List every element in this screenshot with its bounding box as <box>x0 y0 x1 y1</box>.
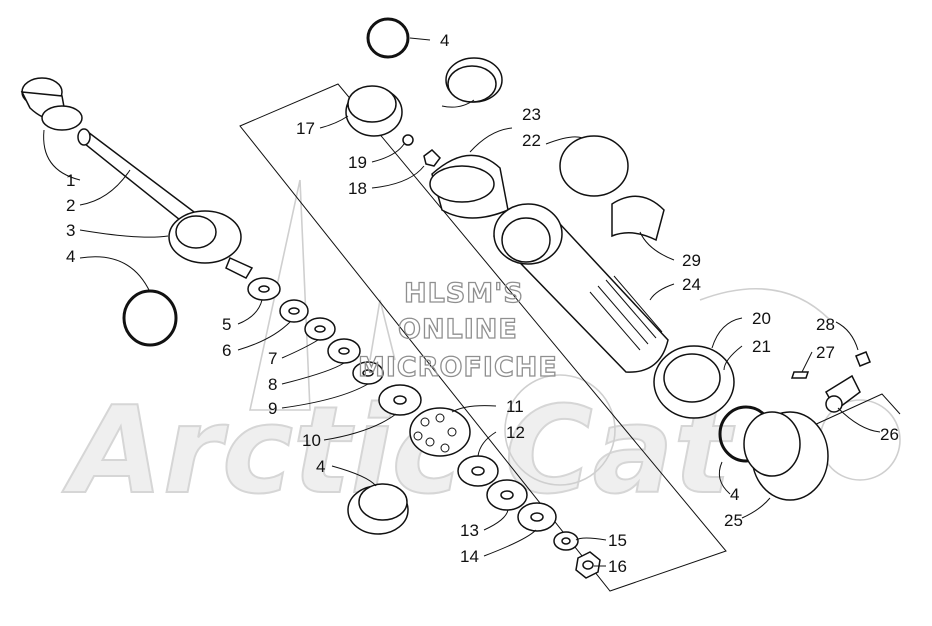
callout-25: 25 <box>724 511 743 530</box>
callout-4-right: 4 <box>730 485 739 504</box>
callout-7: 7 <box>268 349 277 368</box>
part-16-nut <box>575 551 601 579</box>
part-17-cap <box>345 85 403 137</box>
washer-stack-left <box>247 277 422 416</box>
callout-20: 20 <box>752 309 771 328</box>
callout-18: 18 <box>348 179 367 198</box>
callout-22: 22 <box>522 131 541 150</box>
callout-17: 17 <box>296 119 315 138</box>
part-27-cap <box>790 371 810 379</box>
callout-10: 10 <box>302 431 321 450</box>
callout-12: 12 <box>506 423 525 442</box>
watermark-line-1: HLSM'S <box>404 278 524 309</box>
part-11-piston <box>409 407 471 457</box>
callout-21: 21 <box>752 337 771 356</box>
callout-28: 28 <box>816 315 835 334</box>
part-15-washer <box>553 531 579 551</box>
part-1-eyelet <box>20 77 83 131</box>
group-boundary-right <box>811 393 901 427</box>
callout-29: 29 <box>682 251 701 270</box>
part-4-o-ring-top <box>366 17 410 59</box>
part-20-spring-nut <box>653 345 735 419</box>
callout-16: 16 <box>608 557 627 576</box>
callout-27: 27 <box>816 343 835 362</box>
callout-14: 14 <box>460 547 479 566</box>
callout-4-top: 4 <box>440 31 449 50</box>
part-23-sleeve <box>429 154 509 219</box>
part-29-label <box>611 195 665 242</box>
part-3-body-end <box>168 210 254 279</box>
callout-5: 5 <box>222 315 231 334</box>
callout-15: 15 <box>608 531 627 550</box>
callout-23: 23 <box>522 105 541 124</box>
watermark-line-3: MICROFICHE <box>358 352 558 383</box>
callout-9: 9 <box>268 399 277 418</box>
part-19-ring <box>402 134 414 146</box>
callout-4: 4 <box>66 247 75 266</box>
callout-13: 13 <box>460 521 479 540</box>
part-22-disc <box>559 135 629 197</box>
leader-lines <box>43 37 881 567</box>
callout-24: 24 <box>682 275 701 294</box>
part-4-seal-lower <box>347 483 409 535</box>
part-4-o-ring <box>122 289 178 347</box>
washer-stack-right <box>457 455 557 532</box>
part-4-seal-top <box>445 57 503 103</box>
callout-1: 1 <box>66 171 75 190</box>
watermark-line-2: ONLINE <box>398 314 518 345</box>
callout-4-lower: 4 <box>316 457 325 476</box>
callout-26: 26 <box>880 425 899 444</box>
part-24-body <box>493 203 669 373</box>
callout-6: 6 <box>222 341 231 360</box>
part-28-screw <box>855 351 871 367</box>
callout-2: 2 <box>66 196 75 215</box>
callout-11: 11 <box>506 397 524 416</box>
callout-3: 3 <box>66 221 75 240</box>
callout-labels: 1 2 3 4 5 6 7 8 9 10 4 11 12 13 14 15 16… <box>66 31 899 576</box>
hlsm-watermark: HLSM'S ONLINE MICROFICHE <box>357 277 558 383</box>
group-boundary <box>239 83 727 592</box>
part-25-end-cap <box>743 411 829 501</box>
callout-8: 8 <box>268 375 277 394</box>
part-18-valve <box>423 149 441 167</box>
callout-19: 19 <box>348 153 367 172</box>
